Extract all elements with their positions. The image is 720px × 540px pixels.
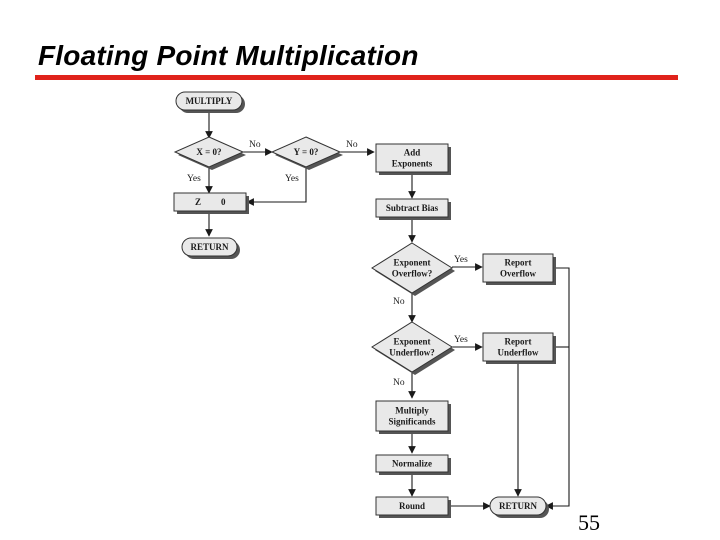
slide-title: Floating Point Multiplication bbox=[38, 40, 419, 71]
node-y-zero: Y = 0? bbox=[270, 136, 343, 170]
node-multiply-label: MULTIPLY bbox=[186, 96, 233, 106]
node-add-exponents-label-line-1: Add bbox=[404, 148, 421, 158]
node-subtract-bias-label: Subtract Bias bbox=[386, 203, 439, 213]
node-return-right: RETURN bbox=[489, 496, 549, 518]
node-return-left: RETURN bbox=[181, 237, 240, 259]
node-report-underflow-label-line-2: Underflow bbox=[498, 348, 539, 358]
node-report-underflow-label-line-1: Report bbox=[505, 337, 532, 347]
node-return-left-label: RETURN bbox=[190, 242, 229, 252]
label-y-yes: Yes bbox=[285, 174, 299, 184]
label-overflow-yes: Yes bbox=[454, 255, 468, 265]
node-add-exponents-label-line-2: Exponents bbox=[392, 159, 433, 169]
page-number: 55 bbox=[578, 510, 600, 535]
node-x-zero: X = 0? bbox=[173, 136, 246, 170]
node-return-right-label: RETURN bbox=[499, 501, 538, 511]
label-underflow-no: No bbox=[393, 378, 405, 388]
node-x-zero-label: X = 0? bbox=[196, 147, 221, 157]
node-report-overflow-label-line-2: Overflow bbox=[500, 269, 536, 279]
node-y-zero-label: Y = 0? bbox=[294, 147, 319, 157]
node-round: Round bbox=[375, 496, 451, 518]
label-underflow-yes: Yes bbox=[454, 335, 468, 345]
edge-y-yes-to-z bbox=[246, 167, 307, 206]
node-z-zero-label: Z bbox=[195, 197, 201, 207]
title-underline bbox=[35, 75, 678, 80]
node-exponent-underflow-label-line-1: Exponent bbox=[393, 337, 430, 347]
node-exponent-overflow-label-line-2: Overflow? bbox=[392, 269, 433, 279]
node-subtract-bias: Subtract Bias bbox=[375, 198, 451, 220]
label-x-yes: Yes bbox=[187, 174, 201, 184]
label-y-no: No bbox=[346, 140, 358, 150]
node-report-overflow-label-line-1: Report bbox=[505, 258, 532, 268]
node-z-zero: Z bbox=[173, 192, 249, 214]
label-overflow-no: No bbox=[393, 297, 405, 307]
edge-report-overflow-to-return bbox=[545, 267, 570, 510]
node-z-zero-value: 0 bbox=[221, 197, 226, 207]
node-exponent-overflow-label-line-1: Exponent bbox=[393, 258, 430, 268]
flowchart-nodes: MULTIPLY X = 0? Y = 0? Z RETURN AddExponentsS… bbox=[173, 91, 556, 518]
node-multiply-significands-label-line-2: Significands bbox=[388, 417, 436, 427]
node-exponent-underflow-label-line-2: Underflow? bbox=[389, 348, 435, 358]
node-multiply: MULTIPLY bbox=[175, 91, 245, 113]
node-normalize: Normalize bbox=[375, 454, 451, 475]
label-x-no: No bbox=[249, 140, 261, 150]
node-normalize-label: Normalize bbox=[392, 459, 432, 469]
flowchart-edges bbox=[205, 110, 570, 510]
node-round-label: Round bbox=[399, 501, 425, 511]
node-multiply-significands-label-line-1: Multiply bbox=[395, 406, 429, 416]
